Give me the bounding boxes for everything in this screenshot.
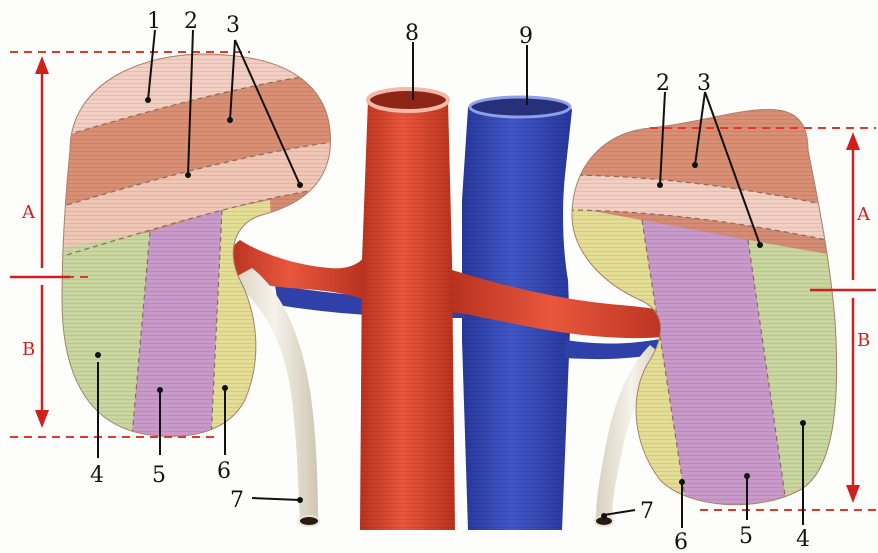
left-ureter-opening — [299, 516, 319, 526]
left-dim-a: A — [21, 202, 36, 223]
label-1: 1 — [147, 9, 161, 34]
label-2-left: 2 — [184, 9, 198, 34]
label-5-right: 5 — [739, 524, 753, 549]
right-dim-a: A — [856, 204, 871, 225]
label-3-left: 3 — [226, 13, 240, 38]
label-3-right: 3 — [697, 71, 711, 96]
vena-cava-opening — [470, 97, 570, 117]
label-4-left: 4 — [90, 463, 104, 488]
aorta-opening — [368, 89, 448, 111]
label-7-right: 7 — [640, 499, 654, 524]
label-6-right: 6 — [674, 530, 688, 553]
label-4-right: 4 — [796, 527, 810, 552]
label-8: 8 — [405, 21, 419, 46]
label-9: 9 — [519, 24, 533, 49]
label-2-right: 2 — [656, 71, 670, 96]
label-5-left: 5 — [152, 463, 166, 488]
label-7-left: 7 — [230, 488, 244, 513]
left-dim-b: B — [22, 339, 35, 360]
label-6-left: 6 — [217, 459, 231, 484]
aorta-hatch — [360, 100, 455, 530]
right-dim-b: B — [857, 330, 870, 351]
